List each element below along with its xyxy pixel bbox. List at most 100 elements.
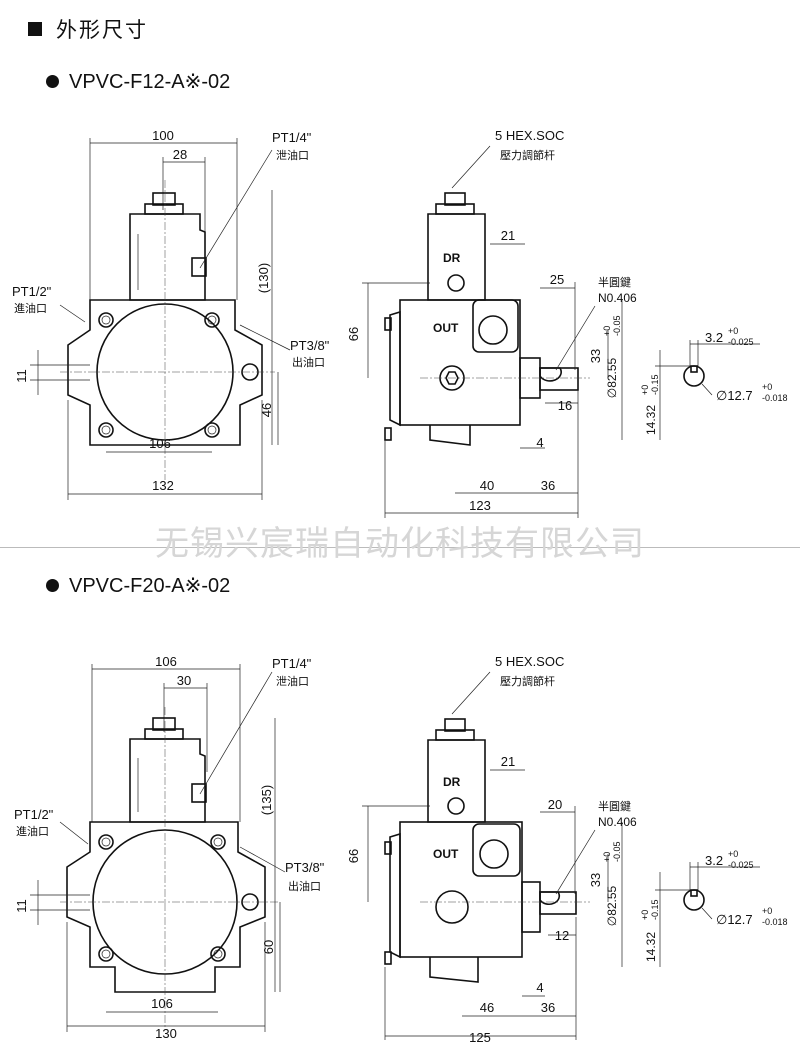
d-tol-upper: +0 [762,906,772,916]
dim-66: 66 [346,327,361,341]
inlet-port: PT1/2" [14,807,54,822]
shaft-height: 14.32 [644,932,658,962]
dim-base-width: 132 [152,478,174,493]
outlet-port: PT3/8" [290,338,330,353]
hex-label: 壓力調節杆 [500,674,555,688]
dia-tol-upper: +0 [602,326,612,336]
bullet-dot-icon [46,579,59,592]
dim-4: 4 [536,435,543,450]
model-heading-2: VPVC-F20-A※-02 [46,573,230,598]
dim-inlet-height: 11 [14,899,29,913]
outlet-port: PT3/8" [285,860,325,875]
section-title: 外形尺寸 [56,18,148,42]
hex-label: 壓力調節杆 [500,148,555,162]
inlet-label: 進油口 [14,301,47,315]
dim-offset: 28 [173,147,187,162]
dim-offset: 30 [177,673,191,688]
dim-port-offset: 46 [259,403,274,417]
watermark: 无锡兴宸瑞自动化科技有限公司 [155,524,645,564]
dim-bolt-spacing: 106 [151,996,173,1011]
shaft-detail-2: 3.2 +0 -0.025 14.32 +0 -0.15 ∅12.7 +0 -0… [640,849,788,967]
key-tol-lower: -0.025 [728,860,754,870]
hex-soc: 5 HEX.SOC [495,654,564,669]
front-view-2: 106 30 (135) 60 [14,654,325,1041]
section-header: 外形尺寸 [28,14,148,44]
dim-16: 16 [558,398,572,413]
dim-36: 36 [541,478,555,493]
key-tol-lower: -0.025 [728,337,754,347]
dim-bolt-spacing: 106 [149,436,171,451]
bolt-holes [98,312,220,438]
d-tol-lower: -0.018 [762,393,788,403]
drain-port: PT1/4" [272,130,312,145]
dim-25: 25 [550,272,564,287]
bolt-holes [98,834,226,962]
model-name-1: VPVC-F12-A※-02 [69,71,231,93]
outlet-label: 出油口 [292,355,325,369]
dim-width-total: 100 [152,128,174,143]
inlet-port: PT1/2" [12,284,52,299]
d-tol-upper: +0 [762,382,772,392]
key-width: 3.2 [705,853,723,868]
side-view-1: 5 HEX.SOC 壓力調節杆 DR OUT 21 [346,128,637,518]
hex-soc: 5 HEX.SOC [495,128,564,143]
d-tol-lower: -0.018 [762,917,788,927]
dim-66: 66 [346,849,361,863]
dim-port-offset: 60 [261,940,276,954]
drain-label: 泄油口 [276,674,309,688]
h-tol-lower: -0.15 [650,899,660,920]
dim-20: 20 [548,797,562,812]
model-name-2: VPVC-F20-A※-02 [69,575,231,597]
shaft-height: 14.32 [644,405,658,435]
h-tol-upper: +0 [640,910,650,920]
divider [0,547,800,548]
dim-125: 125 [469,1030,491,1045]
key-width: 3.2 [705,330,723,345]
dim-33: 33 [588,873,603,887]
front-view-1: 100 28 (130) [12,128,330,500]
inlet-label: 進油口 [16,824,49,838]
dia-tol-lower: -0.05 [612,841,622,862]
dim-height: (135) [259,785,274,815]
dim-46: 46 [480,1000,494,1015]
dim-height: (130) [256,263,271,293]
shaft-dia: ∅12.7 [716,912,753,927]
dim-width-total: 106 [155,654,177,669]
out-label: OUT [433,321,459,335]
dim-40: 40 [480,478,494,493]
outlet-label: 出油口 [288,879,321,893]
h-tol-lower: -0.15 [650,374,660,395]
dia-tol-upper: +0 [602,852,612,862]
h-tol-upper: +0 [640,385,650,395]
key-label: 半圓鍵 [598,799,631,813]
key-tol-upper: +0 [728,326,738,336]
dr-label: DR [443,775,461,789]
drain-port: PT1/4" [272,656,312,671]
dim-inlet-height: 11 [14,369,29,383]
drawing-model-2: 106 30 (135) 60 [14,654,788,1045]
dim-12: 12 [555,928,569,943]
dr-label: DR [443,251,461,265]
dim-33: 33 [588,349,603,363]
bullet-dot-icon [46,75,59,88]
dim-4: 4 [536,980,543,995]
drawing-model-1: 100 28 (130) [12,128,788,518]
dim-36: 36 [541,1000,555,1015]
key-no: N0.406 [598,815,637,829]
out-label: OUT [433,847,459,861]
drain-label: 泄油口 [276,148,309,162]
dim-123: 123 [469,498,491,513]
dim-21: 21 [501,754,515,769]
key-no: N0.406 [598,291,637,305]
dim-dia: ∅82.55 [605,357,619,398]
shaft-dia: ∅12.7 [716,388,753,403]
key-label: 半圓鍵 [598,275,631,289]
dim-21: 21 [501,228,515,243]
shaft-detail-1: 3.2 +0 -0.025 14.32 +0 -0.15 ∅12.7 +0 -0… [640,326,788,440]
model-heading-1: VPVC-F12-A※-02 [46,69,230,94]
dia-tol-lower: -0.05 [612,315,622,336]
key-tol-upper: +0 [728,849,738,859]
dim-base-width: 130 [155,1026,177,1041]
dim-dia: ∅82.55 [605,885,619,926]
